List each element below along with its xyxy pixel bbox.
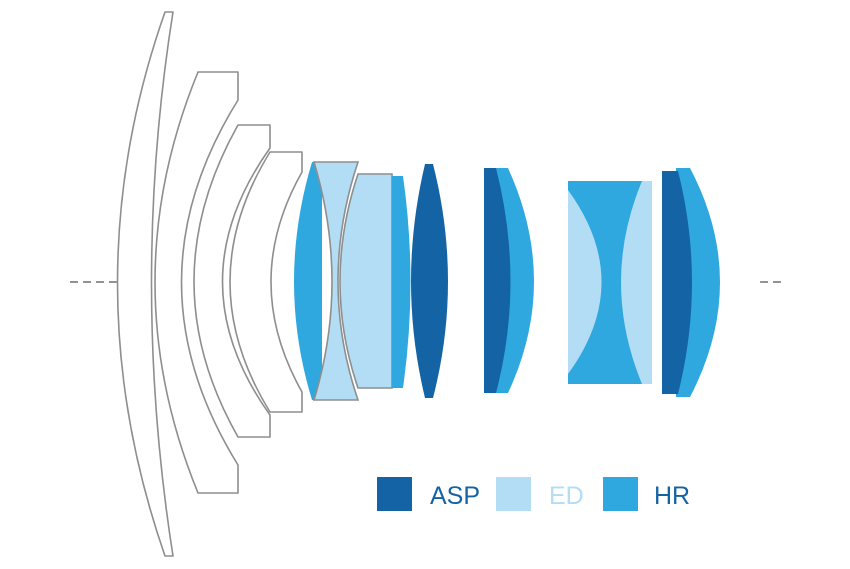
lens-asp-element-1 bbox=[411, 164, 448, 398]
lens-element-4 bbox=[229, 151, 303, 413]
lens-hr-element-1 bbox=[294, 162, 322, 400]
lens-element-3 bbox=[193, 124, 271, 438]
legend-swatch-hr bbox=[603, 477, 638, 511]
lens-asp-element-3 bbox=[662, 171, 692, 394]
lens-element-2 bbox=[154, 71, 239, 494]
lens-asp-element-2 bbox=[484, 168, 511, 393]
legend-label-ed: ED bbox=[549, 482, 584, 510]
legend: ASP ED HR bbox=[377, 477, 690, 511]
legend-label-asp: ASP bbox=[430, 482, 480, 510]
lens-element-1 bbox=[116, 11, 174, 557]
lens-ed-element-1 bbox=[312, 161, 360, 401]
legend-label-hr: HR bbox=[654, 482, 690, 510]
lens-hr-element-2 bbox=[392, 176, 411, 388]
legend-swatch-asp bbox=[377, 477, 412, 511]
legend-swatch-ed bbox=[496, 477, 531, 511]
lens-ed-element-4 bbox=[621, 181, 652, 384]
lens-ed-element-2 bbox=[339, 173, 393, 389]
lens-ed-element-3 bbox=[568, 190, 602, 374]
